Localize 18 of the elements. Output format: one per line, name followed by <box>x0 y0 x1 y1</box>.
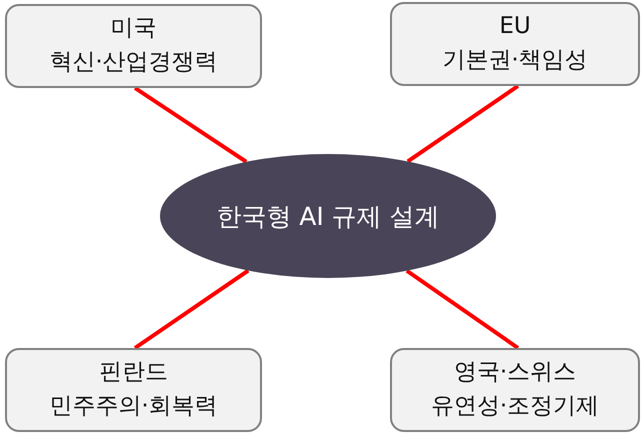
node-title: 한국형 AI 규제 설계 <box>216 200 440 232</box>
node-title: 영국·스위스 <box>454 359 576 387</box>
topic-ellipse <box>160 154 496 278</box>
connector-line <box>406 269 520 350</box>
node-description: 기본권·책임성 <box>442 47 588 75</box>
node-title: EU <box>499 13 531 41</box>
connector-line <box>134 86 248 164</box>
connector-line <box>406 84 520 164</box>
node-title: 핀란드 <box>99 359 168 387</box>
topic-box <box>5 348 262 432</box>
node-title: 미국 <box>110 15 156 43</box>
topic-box <box>390 2 640 86</box>
topic-box <box>390 348 640 432</box>
connector-line <box>134 268 250 350</box>
topic-box <box>5 4 262 88</box>
node-description: 유연성·조정기제 <box>430 393 600 421</box>
node-description: 민주주의·회복력 <box>49 393 218 421</box>
node-description: 혁신·산업경쟁력 <box>49 49 218 77</box>
